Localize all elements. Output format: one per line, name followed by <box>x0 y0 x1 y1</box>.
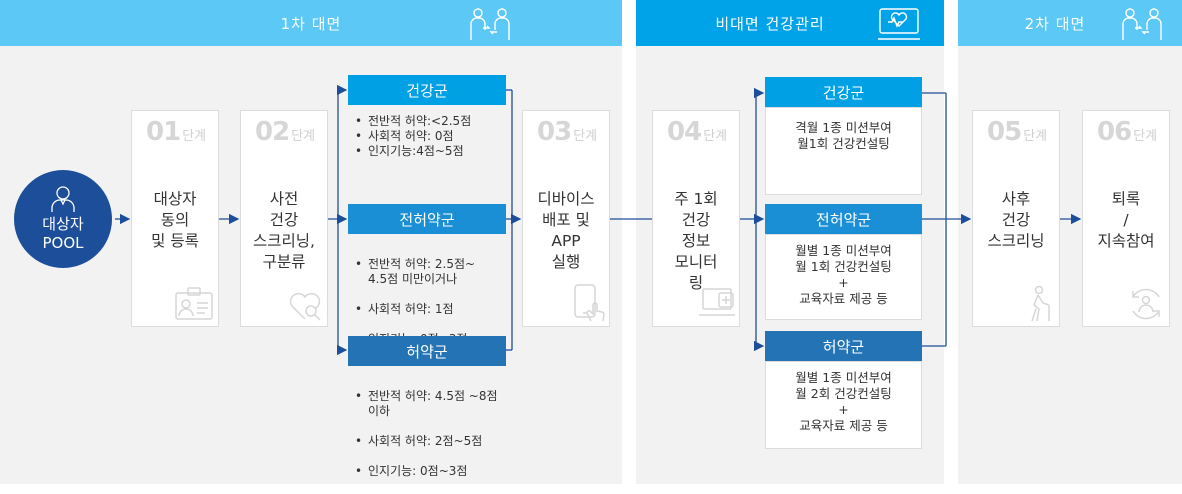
phase-header-remote-label: 비대면 건강관리 <box>715 14 825 33</box>
group-name: 전허약군 <box>399 210 455 229</box>
step-unit: 단계 <box>703 129 728 144</box>
step-unit: 단계 <box>291 129 316 144</box>
program-name: 허약군 <box>822 337 865 356</box>
criteria-item: 사회적 허약: 1점 <box>355 302 554 317</box>
program-detail-healthy: 격월 1종 미션부여 월1회 건강컨설팅 <box>765 107 922 195</box>
program-name: 건강군 <box>822 83 865 102</box>
step-title: 퇴록 / 지속참여 <box>1097 190 1155 250</box>
step-unit: 단계 <box>1023 129 1048 144</box>
phase-header-second-label: 2차 대면 <box>1024 14 1086 33</box>
step-title: 사후 건강 스크리닝 <box>987 190 1045 250</box>
people-meeting-icon <box>470 8 510 40</box>
connector-arrows <box>115 84 1082 356</box>
group-name: 건강군 <box>406 81 448 100</box>
group-name: 허약군 <box>406 342 448 361</box>
program-header-prefrail: 전허약군 <box>765 204 922 234</box>
step-unit: 단계 <box>573 129 598 144</box>
criteria-item: 사회적 허약: 0점 <box>355 129 554 144</box>
heart-search-icon <box>289 292 321 321</box>
step-unit: 단계 <box>182 129 207 144</box>
elderly-walking-icon <box>1031 285 1050 322</box>
criteria-item: 사회적 허약: 2점~5점 <box>355 434 564 449</box>
target-pool-node: 대상자 POOL <box>14 170 112 268</box>
step-number: 05 <box>987 117 1022 147</box>
person-refresh-icon <box>1132 288 1160 320</box>
group-header-frail: 허약군 <box>348 336 506 366</box>
person-icon <box>51 186 75 212</box>
step-title: 사전 건강 스크리닝, 구분류 <box>253 190 315 271</box>
group-header-prefrail: 전허약군 <box>348 204 506 234</box>
pool-label-2: POOL <box>42 234 84 252</box>
step-unit: 단계 <box>1133 129 1158 144</box>
criteria-item: 인지기능:4점~5점 <box>355 144 554 159</box>
people-meeting-icon <box>1122 8 1162 40</box>
step-number: 06 <box>1097 117 1132 147</box>
step-title: 주 1회 건강 정보 모니터 링 <box>674 190 718 292</box>
step-number: 04 <box>667 117 702 147</box>
pool-label-1: 대상자 <box>42 215 84 233</box>
criteria-item: 전반적 허약: 2.5점~ 4.5점 미만이거나 <box>355 257 554 287</box>
criteria-item: 전반적 허약:<2.5점 <box>355 114 554 129</box>
phase-header-first: 1차 대면 <box>0 0 622 46</box>
step-title: 디바이스 배포 및 APP 실행 <box>537 190 595 271</box>
remote-monitor-heart-icon <box>878 8 920 40</box>
program-detail-prefrail: 월별 1종 미션부여 월 1회 건강컨설팅 + 교육자료 제공 등 <box>765 234 922 320</box>
group-header-healthy: 건강군 <box>348 75 506 105</box>
phase-header-second: 2차 대면 <box>958 0 1182 46</box>
program-header-frail: 허약군 <box>765 331 922 361</box>
step-number: 02 <box>255 117 290 147</box>
laptop-medical-icon <box>699 288 735 316</box>
group-criteria-frail: 전반적 허약: 4.5점 ~8점 이하 사회적 허약: 2점~5점 인지기능: … <box>354 374 564 494</box>
step-number: 03 <box>537 117 572 147</box>
program-detail-frail: 월별 1종 미션부여 월 2회 건강컨설팅 + 교육자료 제공 등 <box>765 361 922 449</box>
program-name: 전허약군 <box>815 210 872 229</box>
criteria-item: 인지기능: 0점~3점 <box>355 464 564 479</box>
phase-header-first-label: 1차 대면 <box>280 14 342 33</box>
step-title: 대상자 동의 및 등록 <box>151 190 199 250</box>
criteria-item: 전반적 허약: 4.5점 ~8점 이하 <box>355 389 564 419</box>
step-number: 01 <box>146 117 181 147</box>
phase-header-remote: 비대면 건강관리 <box>636 0 944 46</box>
smartphone-touch-icon <box>574 284 605 322</box>
group-criteria-healthy: 전반적 허약:<2.5점 사회적 허약: 0점 인지기능:4점~5점 <box>354 114 554 159</box>
program-header-healthy: 건강군 <box>765 77 922 107</box>
id-card-icon <box>175 287 213 320</box>
